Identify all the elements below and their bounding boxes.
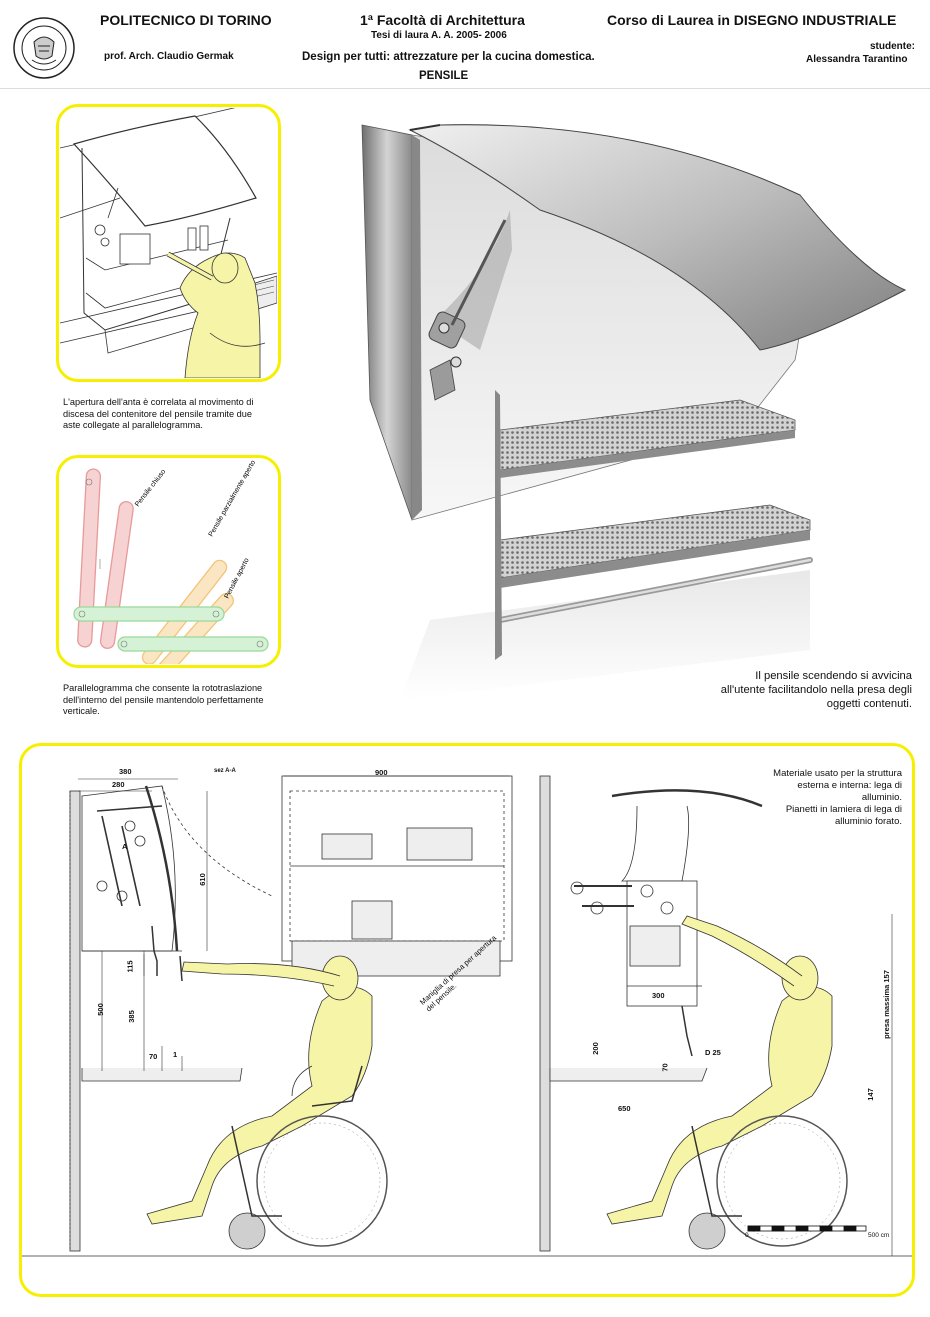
dim-200: 200 (590, 1042, 600, 1055)
cabinet-render (361, 124, 907, 700)
material-line: alluminio forato. (834, 816, 902, 827)
parallelogram-diagram: Pensile chiuso Pensile parzialmente aper… (73, 459, 269, 664)
opening-sketch-drawing (60, 108, 277, 378)
caption-line: verticale. (63, 706, 100, 716)
university-seal (13, 17, 75, 79)
dim-d25: D 25 (705, 1048, 721, 1057)
project-subtitle: PENSILE (419, 70, 469, 82)
dim-380: 380 (119, 767, 132, 776)
dim-70: 70 (149, 1052, 158, 1061)
project-title: Design per tutti: attrezzature per la cu… (302, 51, 595, 63)
dim-147: 147 (865, 1088, 875, 1101)
linkage-closed (77, 468, 134, 649)
panel-opening-sketch (56, 104, 281, 382)
material-line: Pianetti in lamiera di lega di (785, 804, 902, 815)
dim-385: 385 (126, 1010, 136, 1023)
school-name: POLITECNICO DI TORINO (100, 12, 272, 28)
label-closed: Pensile chiuso (134, 468, 167, 508)
label-partial: Pensile parzialmente aperto (208, 459, 258, 538)
dim-280: 280 (112, 780, 125, 789)
panel-parallelogram (56, 455, 281, 668)
caption-line: L'apertura dell'anta è correlata al movi… (63, 397, 254, 407)
header: POLITECNICO DI TORINO prof. Arch. Claudi… (0, 0, 930, 89)
caption-line: oggetti contenuti. (826, 698, 912, 710)
linkage-open (73, 606, 269, 652)
caption-line: Il pensile scendendo si avvicina (755, 670, 912, 682)
render-caption: Il pensile scendendo si avvicina all'ute… (700, 669, 912, 711)
dim-sec-a: A (122, 842, 128, 851)
material-line: alluminio. (861, 792, 902, 803)
dim-115: 115 (125, 960, 135, 973)
dim-max-reach: presa massima 157 (881, 970, 891, 1039)
panel-technical (19, 743, 915, 1297)
label-open: Pensile aperto (224, 557, 251, 600)
degree-course: Corso di Laurea in DISEGNO INDUSTRIALE (607, 12, 897, 28)
caption-line: discesa del contenitore del pensile tram… (63, 408, 252, 419)
dim-900: 900 (375, 768, 388, 777)
professor-name: prof. Arch. Claudio Germak (104, 51, 234, 62)
figure-right (606, 914, 893, 1256)
technical-drawings (22, 775, 912, 1257)
dim-650: 650 (618, 1104, 631, 1113)
scale-start-label: 0 (745, 1232, 749, 1239)
thesis-year: Tesi di laura A. A. 2005- 2006 (371, 30, 507, 41)
dimension-lines (78, 778, 208, 1071)
material-line: esterna e interna: lega di (797, 780, 902, 791)
dim-1: 1 (173, 1050, 178, 1059)
student-name: Alessandra Tarantino (806, 54, 908, 65)
caption-line: dell'interno del pensile mantendolo perf… (63, 694, 264, 705)
student-label: studente: (870, 41, 915, 52)
section-left (69, 785, 273, 1252)
caption-line: Parallelogramma che consente la rototras… (63, 683, 263, 693)
dim-70b: 70 (660, 1063, 670, 1072)
dim-500: 500 (95, 1003, 105, 1016)
header-divider (0, 88, 930, 89)
dim-section-label: sez A-A (214, 768, 236, 774)
opening-caption: L'apertura dell'anta è correlata al movi… (63, 397, 293, 432)
section-right (539, 775, 763, 1252)
parallelogram-caption: Parallelogramma che consente la rototras… (63, 683, 303, 718)
dim-610: 610 (197, 873, 207, 886)
section-front (281, 775, 513, 977)
dim-300: 300 (652, 991, 665, 1000)
scale-end-label: 500 cm (868, 1232, 890, 1239)
material-line: Materiale usato per la struttura (773, 768, 902, 779)
caption-line: all'utente facilitandolo nella presa deg… (720, 684, 912, 696)
figure-left (146, 955, 388, 1250)
faculty-name: 1ª Facoltà di Architettura (360, 12, 525, 28)
material-note: Materiale usato per la struttura esterna… (710, 768, 902, 828)
caption-line: aste collegate al parallelogramma. (63, 420, 203, 430)
scale-bar (747, 1225, 867, 1232)
